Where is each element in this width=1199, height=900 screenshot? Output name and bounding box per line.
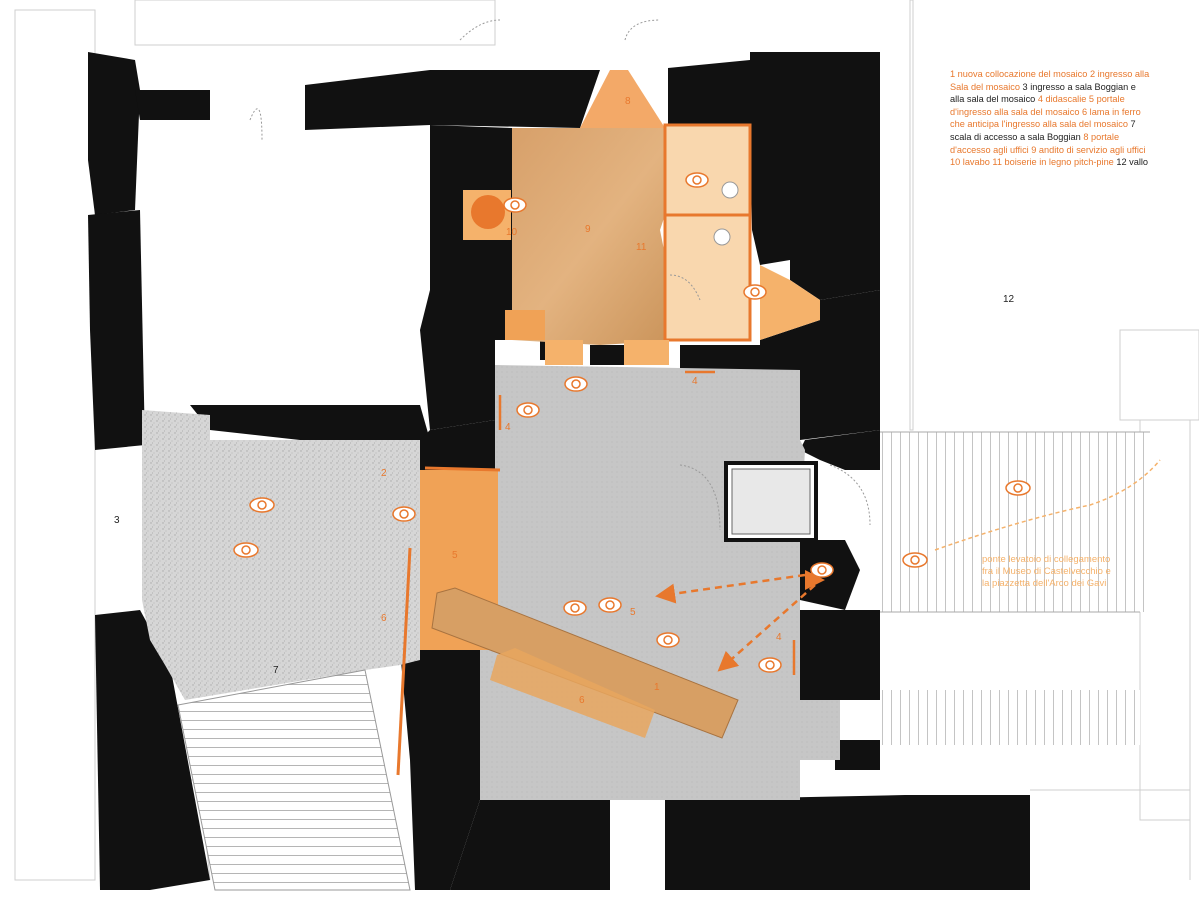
legend-item-2: 2 ingresso alla Sala del mosaico [950, 69, 1150, 92]
label-3: 3 [114, 515, 120, 526]
label-5a: 5 [452, 550, 458, 561]
legend-item-10: 10 lavabo [950, 157, 993, 168]
drawbridge [880, 432, 1150, 612]
portal-8 [580, 70, 665, 128]
legend-item-5: 5 portale d'ingresso alla sala del mosai… [950, 94, 1125, 117]
legend: 1 nuova collocazione del mosaico 2 ingre… [950, 68, 1150, 169]
label-9: 9 [585, 224, 591, 235]
legend-item-6: 6 lama in ferro che anticipa l'ingresso … [950, 106, 1141, 130]
label-5b: 5 [630, 607, 636, 618]
washroom-2 [760, 265, 820, 340]
label-8: 8 [625, 96, 631, 107]
caption-bars [498, 370, 796, 675]
label-6b: 6 [579, 695, 585, 706]
legend-item-1: 1 nuova collocazione del mosaico [950, 69, 1090, 79]
bridge-caption-line-3: la piazzetta dell'Arco dei Gavi [982, 578, 1106, 589]
mosaic-1 [431, 587, 739, 739]
bridge-caption-line-1: ponte levatoio di collegamento [982, 554, 1110, 565]
legend-item-3: 3 ingresso a sala Boggian e alla sala de… [950, 81, 1136, 105]
mosaic-base-6 [490, 648, 655, 738]
staircase [177, 669, 411, 891]
mosaic-room-floor [480, 365, 840, 800]
office-corridor-9 [512, 128, 680, 345]
label-12: 12 [1003, 294, 1015, 305]
label-10: 10 [506, 227, 518, 238]
label-4b: 4 [505, 422, 511, 433]
legend-item-9: 9 andito di servizio agli uffici [1031, 144, 1146, 155]
walls [88, 52, 1030, 890]
legend-item-4: 4 didascalie [1037, 94, 1089, 105]
legend-item-12: 12 vallo [1116, 157, 1149, 168]
legend-item-7: 7 scala di accesso a sala Boggian [950, 119, 1136, 142]
label-2: 2 [381, 468, 387, 479]
iron-blade-6 [396, 547, 412, 776]
context-outlines [14, 0, 1199, 881]
bridge-path [934, 459, 1161, 551]
label-4a: 4 [692, 376, 698, 387]
label-1: 1 [654, 682, 660, 693]
label-11: 11 [636, 242, 647, 253]
hall-7-floor [142, 410, 420, 700]
visitor-path-arrows [655, 570, 825, 672]
door-swings [249, 19, 871, 531]
label-7: 7 [273, 665, 279, 676]
label-4c: 4 [776, 632, 782, 643]
bridge-caption-line-2: fra il Museo di Castelvecchio e [982, 566, 1111, 577]
legend-item-8: 8 portale d'accesso agli uffici [950, 131, 1120, 155]
label-6a: 6 [381, 613, 387, 624]
washroom-1 [663, 123, 752, 217]
legend-item-11: 11 boiserie in legno pitch-pine [992, 157, 1117, 168]
